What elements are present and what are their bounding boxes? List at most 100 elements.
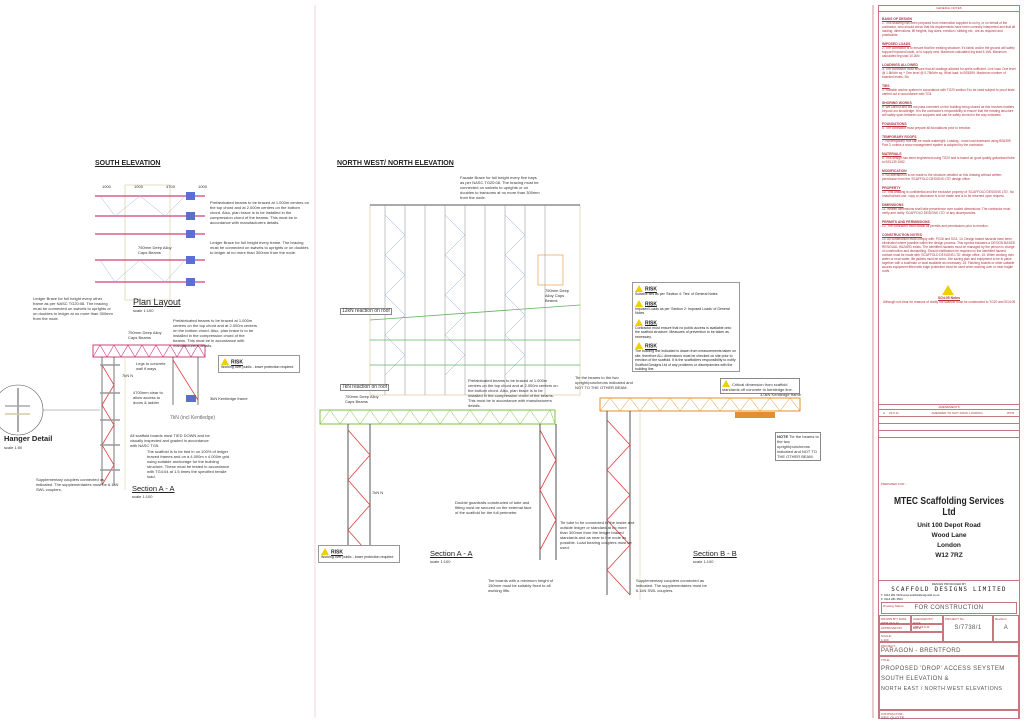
- note-text: 3. The contractor must ensure that all l…: [882, 67, 1016, 79]
- risk-label: RISK: [645, 320, 657, 326]
- section-aa-title: Section A - A: [132, 484, 175, 493]
- risk-text: Suitable ties as per 'Section 4: Ties' o…: [635, 292, 718, 296]
- dim: 4700: [166, 184, 175, 189]
- title-label: TITLE:-: [881, 658, 892, 662]
- title-line: SOUTH ELEVATION &: [881, 676, 949, 682]
- note-text: 10. This drawing is confidential and the…: [882, 190, 1015, 198]
- risk-label: RISK: [331, 549, 343, 556]
- risk-text: The building line indicated is drawn fro…: [635, 349, 736, 371]
- contractor-label: CONTRACTOR:-: [881, 712, 904, 716]
- note-text: 5. We cannot and will not pass comment o…: [882, 105, 1015, 117]
- note-heading: DIMENSIONS: [882, 203, 904, 207]
- plan-note-ledger-other: Ledger Brace for full height every other…: [33, 296, 113, 321]
- note-text: 4. Suitable anchor system in accordance …: [882, 88, 1015, 96]
- scale-value: 1:100: [881, 638, 889, 642]
- status-value: FOR CONSTRUCTION: [914, 605, 984, 611]
- amendment-row: A 23.6.11 AMENDED TO SUIT ROOF LOADING W…: [879, 410, 1019, 417]
- hanger-scale: scale 1:50: [4, 445, 23, 450]
- note-heading: FOUNDATIONS: [882, 122, 907, 126]
- note-heading: BASIS OF DESIGN: [882, 17, 912, 21]
- section-b-title: Section B - B: [693, 549, 737, 558]
- clear-note: 4700mm clear to allow access to doors & …: [133, 390, 163, 405]
- plan-layout-title: Plan Layout: [133, 297, 181, 307]
- note-heading: PERMITS AND PERMISSIONS: [882, 220, 930, 224]
- south-elevation-title: SOUTH ELEVATION: [95, 160, 161, 167]
- nw-elevation-title: NORTH WEST/ NORTH ELEVATION: [337, 160, 454, 167]
- note-heading: LOADINGS ALLOWED: [882, 63, 918, 67]
- facade-brace-note: Facade Brace for full height every five …: [460, 175, 540, 200]
- prepared-for-label: PREPARED FOR :-: [881, 482, 908, 486]
- risk-label: RISK: [645, 301, 657, 307]
- boards-note: All scaffold boards must TIED DOWN and b…: [130, 433, 210, 448]
- mid-beams-note: 750mm Deep Alloy Caps Beams: [345, 394, 379, 404]
- designer-company: SCAFFOLD DESIGNS LIMITED: [891, 586, 1007, 593]
- amendment-by: WTM: [1007, 411, 1015, 415]
- warning-icon: [635, 299, 643, 307]
- address-line: Unit 100 Depot Road: [917, 522, 981, 529]
- plan-scale: scale 1:100: [133, 308, 154, 313]
- project-label: PROJECT:-: [881, 644, 897, 648]
- warning-icon: [722, 380, 730, 387]
- critical-dim-text: Critical dimension from scaffold standar…: [722, 382, 793, 392]
- address-line: Wood Lane: [931, 532, 967, 539]
- title-line: PROPOSED 'DROP' ACCESS SEYSTEM: [881, 666, 1005, 672]
- warning-icon: [321, 548, 329, 555]
- contractor-value: SEE QUOTE: [881, 715, 905, 720]
- hanger-detail-title: Hanger Detail: [4, 434, 53, 443]
- note-text: 12. The contractor must obtain all permi…: [882, 224, 989, 228]
- note-heading: MATERIALS: [882, 152, 902, 156]
- critical-dim-note: Critical dimension from scaffold standar…: [720, 378, 800, 394]
- warning-icon: [221, 358, 229, 365]
- section-b-note: NOTE Tie the beams to the two upright/pu…: [775, 432, 821, 461]
- amendment-date: 23.6.11: [889, 411, 899, 415]
- nw-elevation-drawing: [369, 204, 581, 396]
- status-label: Drawing Status:: [883, 604, 905, 608]
- hanger-detail-circle: [0, 384, 44, 436]
- contractor-cell: CONTRACTOR:-SEE QUOTE: [879, 710, 1019, 720]
- client-name: MTEC Scaffolding Services Ltd: [893, 496, 1005, 518]
- south-section-drawing: [0, 344, 206, 490]
- mid-prefab-note: Prefabricated beams to be braced at 1.00…: [468, 378, 558, 408]
- dim: 1000: [198, 184, 207, 189]
- kentledge-note: 3kN Kentledge frame: [210, 396, 248, 401]
- load-tag: 7kN N: [122, 373, 134, 378]
- note-heading: MODIFICATION: [882, 169, 907, 173]
- warning-icon: [635, 318, 643, 326]
- tie-note: The scaffold is to be tied in on 100% of…: [147, 449, 230, 479]
- title-line: NORTH EAST / NORTH WEST ELEVATIONS: [881, 686, 1003, 692]
- dim: 1000: [102, 184, 111, 189]
- risk-label: RISK: [231, 359, 243, 366]
- title-cell: TITLE:- PROPOSED 'DROP' ACCESS SEYSTEM SO…: [879, 656, 1019, 710]
- scale-label: SCALE:: [881, 634, 892, 638]
- nw-tie-note: Tie the beams to the two upright/puncheo…: [575, 375, 633, 390]
- project-cell: PROJECT:-PARAGON - BRENTFORD: [879, 642, 1019, 656]
- section-b-scale: scale 1:100: [693, 559, 714, 564]
- dim: 1000: [134, 184, 143, 189]
- drawing-status: Drawing Status: FOR CONSTRUCTION: [881, 602, 1017, 614]
- drawing-title: PROPOSED 'DROP' ACCESS SEYSTEM SOUTH ELEV…: [881, 664, 1017, 694]
- plan-note-ledger: Ledger Brace for full height every frame…: [210, 240, 309, 255]
- risk-label: RISK: [645, 343, 657, 350]
- note-text: 13. All construction must comply with: P…: [882, 237, 1015, 273]
- produced-by-label: DESIGN PRODUCED BY: [931, 582, 967, 586]
- amendments-header: AMENDMENTS: [879, 405, 1019, 410]
- note-text: 9. No alteration is to be made to the st…: [882, 173, 1002, 181]
- note-text: Tie the beams to the two upright/puncheo…: [777, 434, 819, 459]
- drawn-value: WTM 23.6.11: [881, 621, 899, 625]
- risk-box-nw: RISK Suitable ties as per 'Section 4: Tie…: [632, 282, 740, 372]
- warning-icon: [635, 342, 643, 349]
- section-b-couplers: Supplementary couplers connected as indi…: [636, 578, 707, 593]
- couplers-note: Supplementary couplers connected as indi…: [36, 477, 119, 492]
- south-plan-layout: [95, 184, 205, 301]
- date-cell: DATE: [911, 624, 943, 632]
- warning-icon: [942, 285, 954, 295]
